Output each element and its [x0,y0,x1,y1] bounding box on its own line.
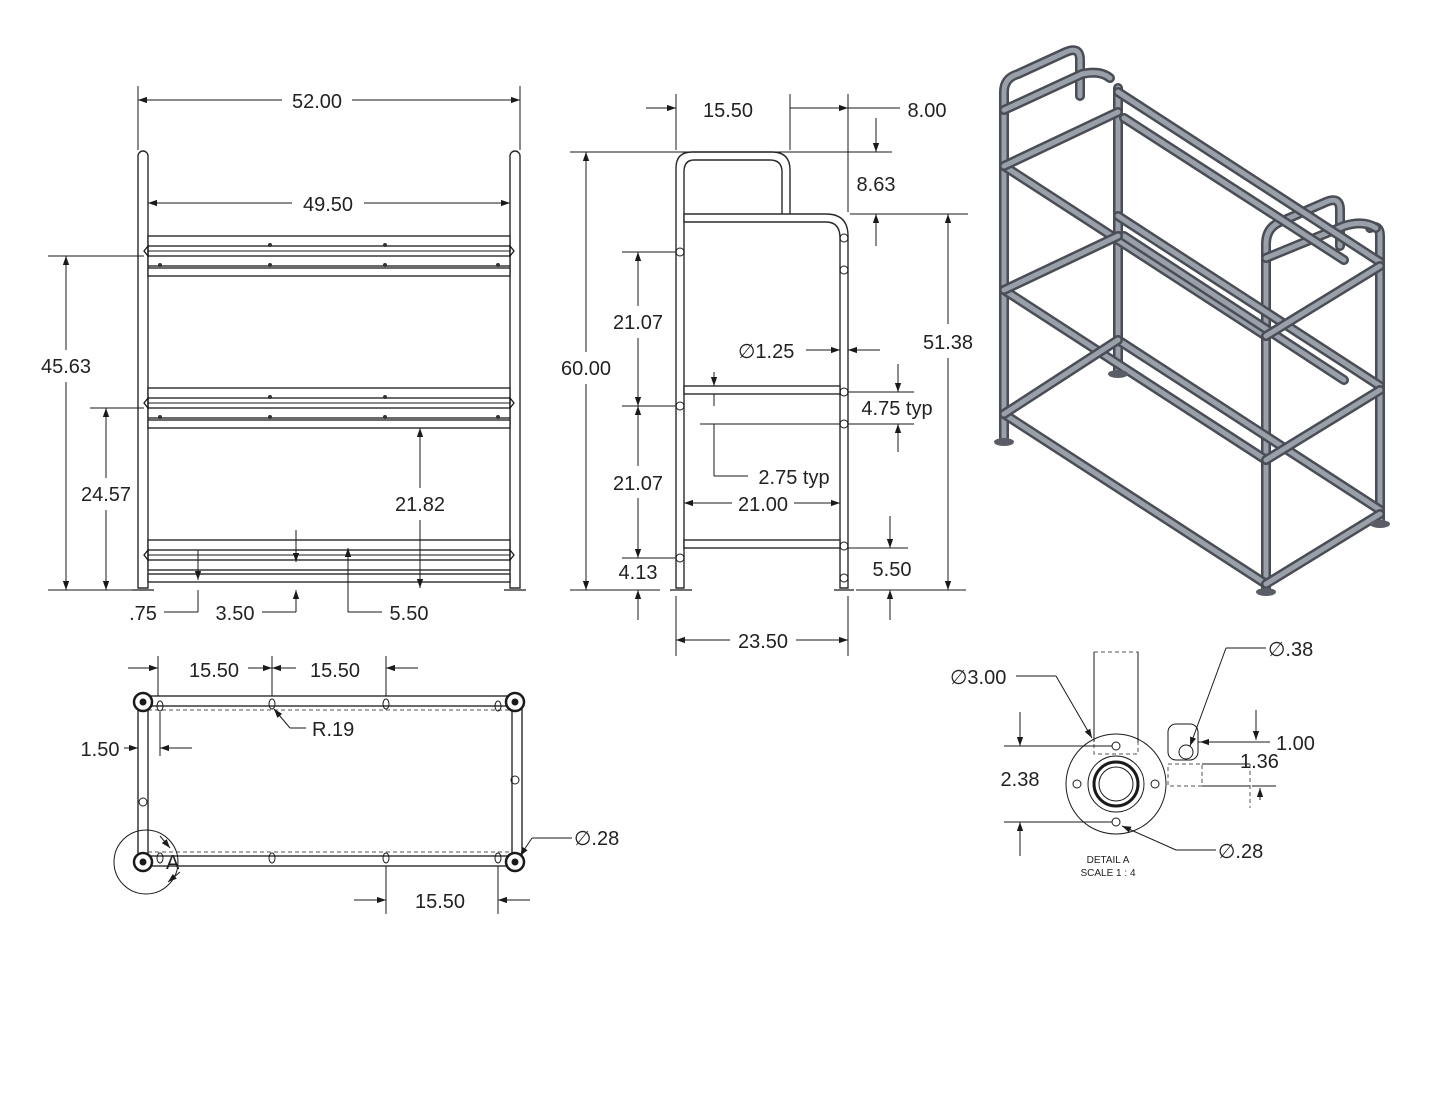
left-upright [137,150,149,589]
isometric-view [994,45,1390,596]
dim-inner-drop: 2.75 typ [758,467,829,489]
front-view: 52.00 49.50 45.63 24.57 21.82 .75 3.50 5… [41,86,526,625]
dim-rail-spacing: 3.50 [216,603,255,625]
dim-handle-width: 15.50 [703,100,753,122]
dim-bolt-hole-diameter: ∅.38 [1268,639,1313,661]
dim-bracket-spacing-1: 15.50 [189,660,239,682]
dim-side-bottom-rail: 5.50 [873,559,912,581]
detail-callout-a: A [166,852,180,874]
upper-rail [683,213,849,589]
side-view: 15.50 8.00 8.63 60.00 21.07 21.07 4.13 [561,94,973,656]
iso-tube-highlight [1263,511,1383,587]
dim-foot-offset: .75 [129,603,157,625]
detail-scale: SCALE 1 : 4 [1080,868,1135,879]
top-view: A 15.50 15.50 R.19 1.50 ∅.28 15.50 [81,656,619,914]
dim-bracket-spacing-bottom: 15.50 [415,891,465,913]
dim-inner-depth: 21.00 [738,494,788,516]
iso-tube-highlight [1001,233,1121,293]
dim-tier-drop: 4.75 typ [861,398,932,420]
mid-rail [683,385,841,395]
iso-tube-highlight [1001,70,1113,113]
dim-tier-spacing-upper: 21.07 [613,312,663,334]
dim-tier-spacing-lower: 21.07 [613,473,663,495]
dim-inner-width: 49.50 [303,194,353,216]
dim-overall-depth: 23.50 [738,631,788,653]
iso-tube-highlight [1001,47,1083,443]
dim-bracket-spacing-2: 15.50 [310,660,360,682]
dim-tube-diameter: ∅1.25 [738,341,794,363]
dim-bolt-circle: 2.38 [1001,769,1040,791]
iso-tube-highlight [1001,287,1269,463]
dim-mount-hole-diameter: ∅.28 [1218,841,1263,863]
dim-plate-diameter: ∅3.00 [950,667,1006,689]
dim-tab-offset: 1.36 [1240,751,1279,773]
dim-top-shelf-height: 45.63 [41,356,91,378]
iso-tube-highlight [1001,337,1121,417]
right-upright [509,150,521,589]
bottom-shelf [143,539,515,583]
iso-tube-highlight [1001,109,1121,169]
detail-a-view: ∅3.00 ∅.38 1.00 1.36 2.38 ∅.28 DETAIL A … [950,639,1315,879]
middle-shelf [143,387,515,429]
iso-tube-highlight [1263,263,1383,339]
dim-bottom-offset: 4.13 [619,562,658,584]
iso-tube-highlight [1001,163,1269,339]
dim-slot-radius: R.19 [312,719,354,741]
iso-tube-highlight [1115,337,1383,513]
iso-tube-highlight [1115,89,1383,265]
top-shelf [143,235,515,277]
iso-tube-highlight [1263,387,1383,463]
dim-shelf-gap: 21.82 [395,494,445,516]
iso-tube-highlight [1115,213,1383,389]
dim-handle-offset: 8.00 [908,100,947,122]
dim-edge-offset: 1.50 [81,739,120,761]
dim-handle-height: 8.63 [857,174,896,196]
dim-hole-diameter: ∅.28 [574,828,619,850]
dim-overall-width: 52.00 [292,91,342,113]
iso-tube-highlight [1121,115,1347,263]
iso-tube-highlight [1263,220,1379,261]
detail-title: DETAIL A [1087,855,1130,866]
dim-overall-height: 60.00 [561,358,611,380]
foot-plates [132,691,526,873]
dim-frame-height: 51.38 [923,332,973,354]
dim-bottom-rail: 5.50 [390,603,429,625]
dim-tab-height: 1.00 [1276,733,1315,755]
dim-mid-shelf-height: 24.57 [81,484,131,506]
low-rail [683,539,841,549]
iso-tube-highlight [1001,411,1269,587]
iso-tube-highlight [1121,233,1347,383]
